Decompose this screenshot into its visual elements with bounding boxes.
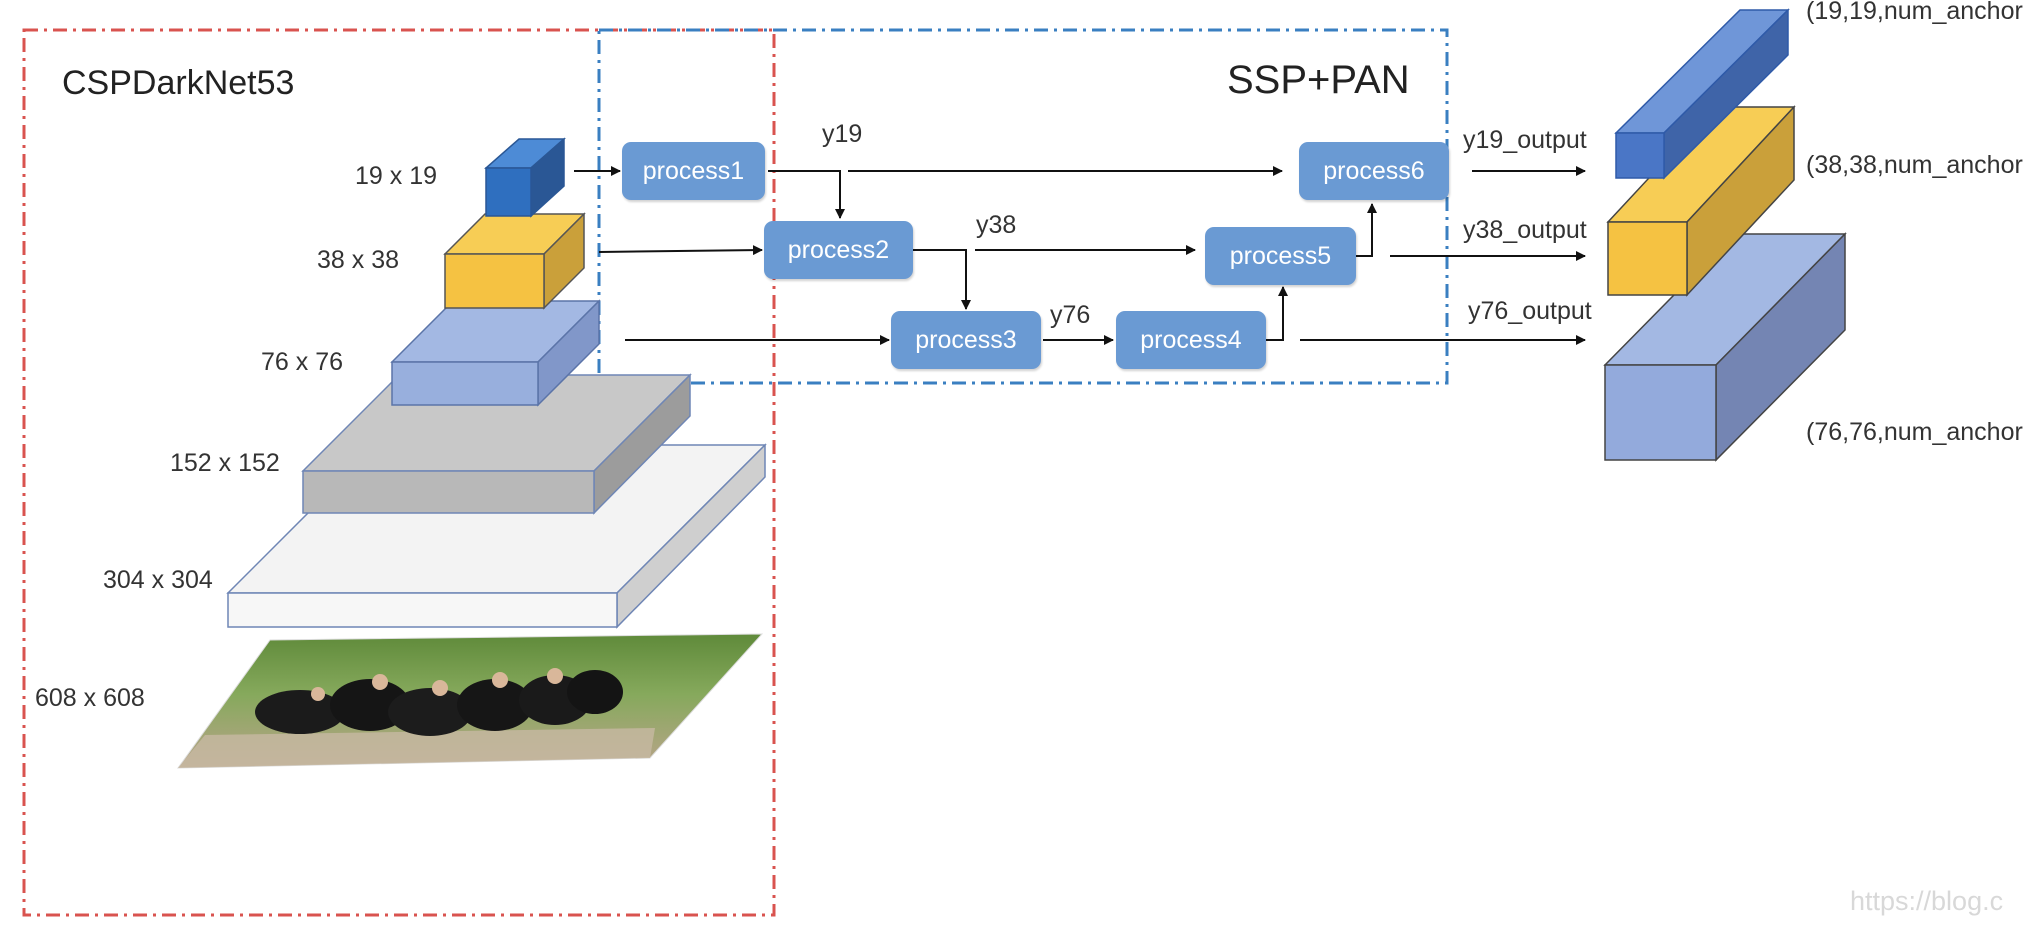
cube-152 (301, 373, 692, 515)
scale-label-152: 152 x 152 (170, 449, 280, 477)
scale-label-38: 38 x 38 (317, 246, 400, 274)
edge-process1-to-process2 (768, 170, 845, 219)
output-shape-38: (38,38,num_anchor (1806, 151, 2023, 179)
output-cube-76 (1603, 232, 1847, 462)
scale-label-608: 608 x 608 (35, 684, 145, 712)
scale-label-304: 304 x 304 (103, 566, 213, 594)
edge-process4-to-process5 (1266, 286, 1288, 341)
edge-label-y76: y76 (1050, 301, 1091, 329)
backbone-title: CSPDarkNet53 (62, 64, 295, 102)
edge-process5-to-process6 (1356, 203, 1377, 257)
process2-box: process2 (764, 221, 913, 279)
edge-38-to-process2 (598, 245, 763, 256)
edge-process2-to-process3 (913, 249, 971, 310)
scale-label-76: 76 x 76 (261, 348, 344, 376)
process5-box: process5 (1205, 227, 1356, 285)
process1-box: process1 (622, 142, 765, 200)
neck-region-border (597, 28, 1449, 385)
process4-box: process4 (1116, 311, 1266, 369)
watermark-text: https://blog.c (1850, 886, 2004, 916)
process6-box: process6 (1299, 142, 1449, 200)
edge-label-y38: y38 (976, 211, 1017, 239)
output-shape-19: (19,19,num_anchor (1806, 0, 2023, 25)
backbone-region-border (22, 28, 776, 917)
scale-label-19: 19 x 19 (355, 162, 438, 190)
output-label-y76: y76_output (1468, 297, 1592, 325)
edge-label-y19: y19 (822, 120, 863, 148)
process3-box: process3 (891, 311, 1041, 369)
cube-76 (390, 299, 601, 407)
cube-38 (443, 212, 586, 310)
output-cube-19 (1614, 8, 1790, 180)
output-label-y38: y38_output (1463, 216, 1587, 244)
input-photo-icon (177, 633, 764, 769)
cube-19 (484, 137, 566, 218)
output-label-y19: y19_output (1463, 126, 1587, 154)
output-shape-76: (76,76,num_anchor (1806, 418, 2023, 446)
neck-title: SSP+PAN (1227, 58, 1410, 102)
